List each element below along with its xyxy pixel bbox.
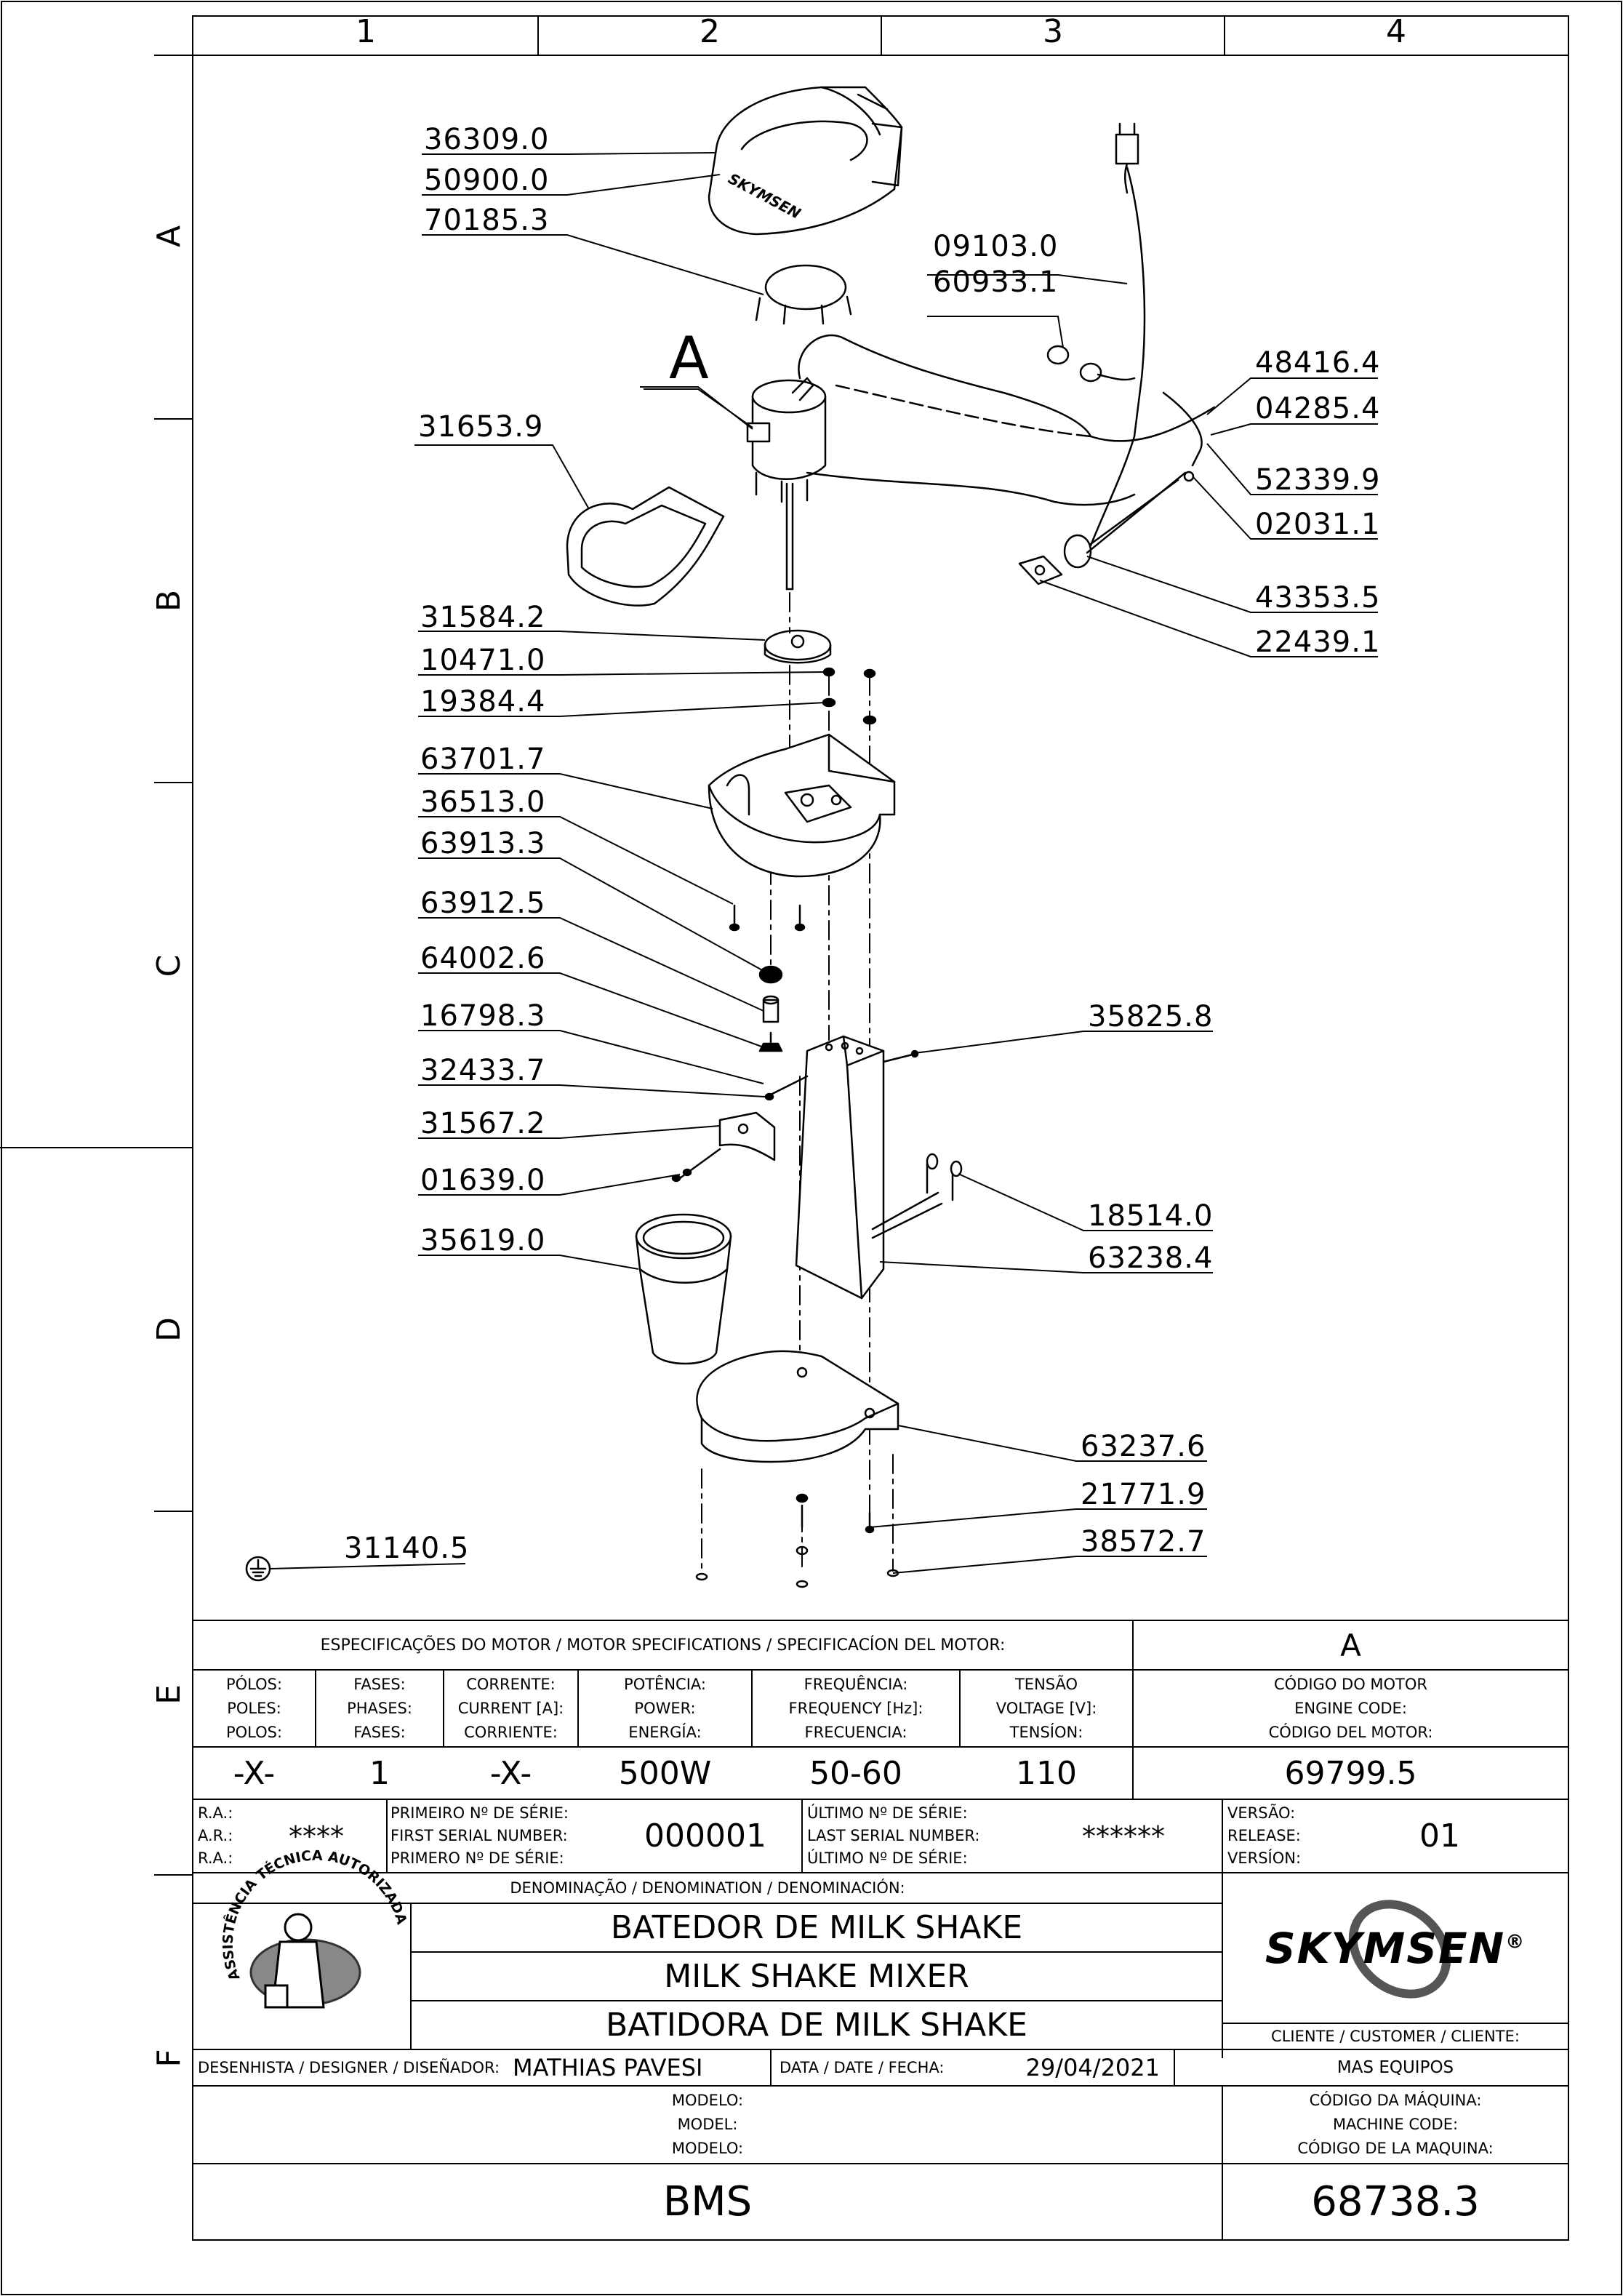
part-label-09103: 09103.0 (933, 230, 1058, 263)
tray-part (566, 486, 725, 607)
grid-row-f: F (151, 2049, 188, 2067)
motor-part (746, 377, 827, 591)
seal-bushing (758, 965, 783, 1052)
part-label-36513: 36513.0 (420, 785, 545, 819)
part-label-63238: 63238.4 (1088, 1241, 1213, 1275)
grid-row-labels: A B C D E F (151, 225, 188, 2068)
part-label-32433: 32433.7 (420, 1054, 545, 1087)
grid-col-1: 1 (356, 13, 376, 50)
part-label-21771: 21771.9 (1081, 1478, 1206, 1511)
part-illustrations: SKYMSEN (245, 86, 1216, 1588)
part-label-70185: 70185.3 (424, 204, 549, 237)
switch-bracket (671, 1049, 919, 1183)
part-label-48416: 48416.4 (1255, 346, 1380, 380)
part-label-63913: 63913.3 (420, 827, 545, 860)
part-label-31567: 31567.2 (420, 1107, 545, 1140)
grid-row-a: A (151, 225, 188, 247)
power-cable (798, 122, 1216, 547)
leader-lines (268, 152, 1378, 1574)
part-label-01639: 01639.0 (420, 1164, 545, 1197)
part-label-18514: 18514.0 (1088, 1199, 1213, 1233)
part-label-04285: 04285.4 (1255, 392, 1380, 425)
part-label-35619: 35619.0 (420, 1224, 545, 1257)
part-label-19384: 19384.4 (420, 685, 545, 719)
grid-col-2: 2 (700, 13, 720, 50)
grid-row-b: B (151, 590, 188, 612)
cap-part (755, 264, 852, 325)
part-label-63701: 63701.7 (420, 743, 545, 776)
part-label-31653: 31653.9 (418, 410, 543, 444)
part-label-22439: 22439.1 (1255, 625, 1380, 659)
part-label-64002: 64002.6 (420, 942, 545, 975)
washers (822, 667, 877, 725)
switch-parts (1046, 345, 1136, 383)
top-cover-part: SKYMSEN (708, 86, 903, 236)
cup-part (635, 1213, 732, 1365)
part-label-50900: 50900.0 (424, 164, 549, 197)
part-label-35825: 35825.8 (1088, 1000, 1213, 1033)
grid-col-3: 3 (1043, 13, 1063, 50)
grid-row-d: D (151, 1317, 188, 1342)
base-part (695, 1350, 899, 1588)
brand-logo-swoosh (1348, 1900, 1451, 1999)
part-label-63912: 63912.5 (420, 887, 545, 920)
coupling-part (764, 629, 832, 664)
grid-row-e: E (151, 1684, 188, 1705)
part-label-38572: 38572.7 (1081, 1525, 1206, 1559)
bowl-screws (729, 904, 806, 932)
motor-callout-letter: A (669, 324, 709, 392)
title-block-frame (193, 1620, 1568, 2240)
part-label-60933: 60933.1 (933, 265, 1058, 299)
part-label-31140: 31140.5 (344, 1532, 469, 1565)
grid-col-4: 4 (1386, 13, 1406, 50)
part-label-16798: 16798.3 (420, 999, 545, 1033)
part-label-02031: 02031.1 (1255, 508, 1380, 541)
column-part (795, 1035, 963, 1300)
ground-symbol (245, 1556, 271, 1582)
bowl-part (708, 733, 896, 878)
grid-column-labels: 1 2 3 4 (356, 13, 1406, 50)
cable-gland (1018, 471, 1195, 585)
authorized-service-stamp: ASSISTÊNCIA TÉCNICA AUTORIZADA (220, 1848, 410, 2009)
part-label-63237: 63237.6 (1081, 1430, 1206, 1463)
part-label-10471: 10471.0 (420, 644, 545, 677)
part-label-31584: 31584.2 (420, 601, 545, 634)
part-label-36309: 36309.0 (424, 123, 549, 156)
part-label-43353: 43353.5 (1255, 581, 1380, 615)
part-label-52339: 52339.9 (1255, 463, 1380, 497)
part-number-labels: 36309.0 50900.0 70185.3 31653.9 31584.2 … (344, 123, 1380, 1565)
grid-row-c: C (151, 955, 188, 977)
